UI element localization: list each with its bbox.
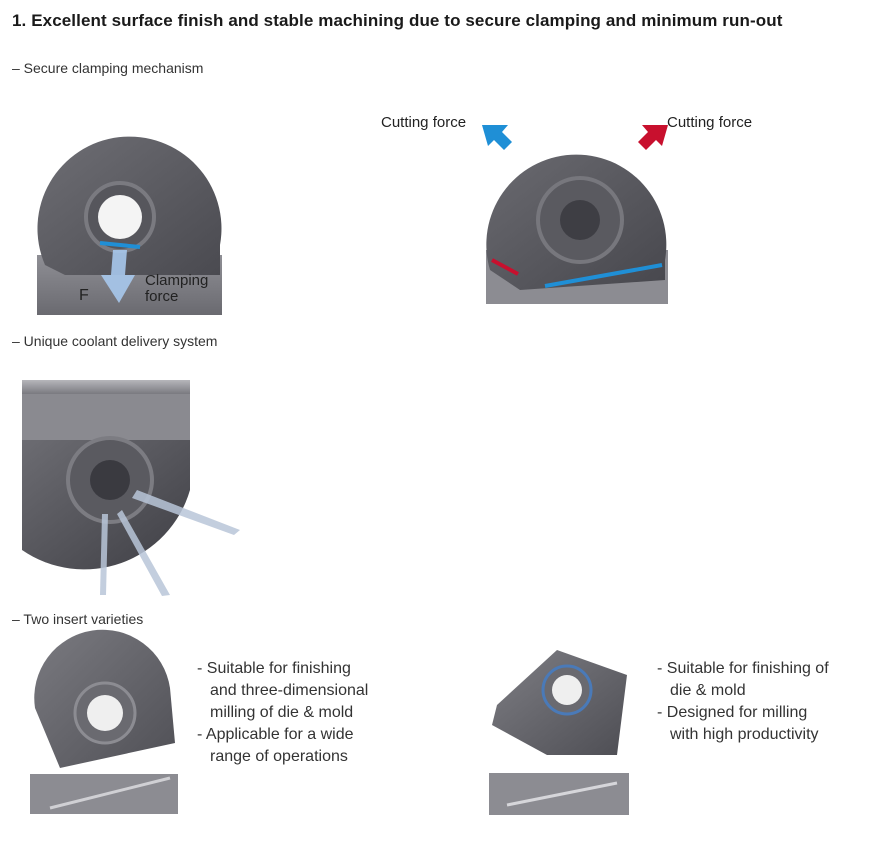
square-insert-feature-4: with high productivity	[670, 726, 819, 743]
force-symbol-left: F	[79, 287, 89, 304]
round-insert-feature-2: and three-dimensional	[210, 682, 369, 699]
round-insert-feature-5: range of operations	[210, 748, 348, 765]
page-title: 1. Excellent surface finish and stable m…	[12, 11, 783, 30]
cutting-force-arrow-red	[638, 125, 668, 150]
round-insert-features: - Suitable for finishing and three-dimen…	[197, 658, 368, 768]
clamping-force-label: Clamping force	[145, 273, 208, 305]
coolant-image	[22, 380, 242, 600]
clamping-force-line1: Clamping	[145, 272, 209, 289]
round-insert-feature-1: - Suitable for finishing	[197, 660, 351, 677]
section-clamping-label: – Secure clamping mechanism	[12, 60, 204, 76]
square-insert-feature-3: - Designed for milling	[657, 704, 808, 721]
round-insert-image	[30, 629, 190, 818]
square-insert-features: - Suitable for finishing of die & mold -…	[657, 658, 829, 746]
clamping-force-line2: force	[145, 288, 179, 305]
round-insert-feature-4: - Applicable for a wide	[197, 726, 354, 743]
round-insert-feature-3: milling of die & mold	[210, 704, 354, 721]
cutting-force-right-label: Cutting force	[667, 114, 753, 131]
clamping-insert-image	[35, 125, 230, 320]
square-insert-feature-2: die & mold	[670, 682, 746, 699]
cutting-insert-image	[480, 120, 680, 310]
section-varieties-label: – Two insert varieties	[12, 611, 144, 627]
section-coolant-label: – Unique coolant delivery system	[12, 333, 218, 349]
cutting-force-arrow-blue	[482, 125, 512, 150]
square-insert-image	[487, 645, 637, 820]
cutting-force-left-label: Cutting force	[381, 114, 467, 131]
square-insert-feature-1: - Suitable for finishing of	[657, 660, 829, 677]
